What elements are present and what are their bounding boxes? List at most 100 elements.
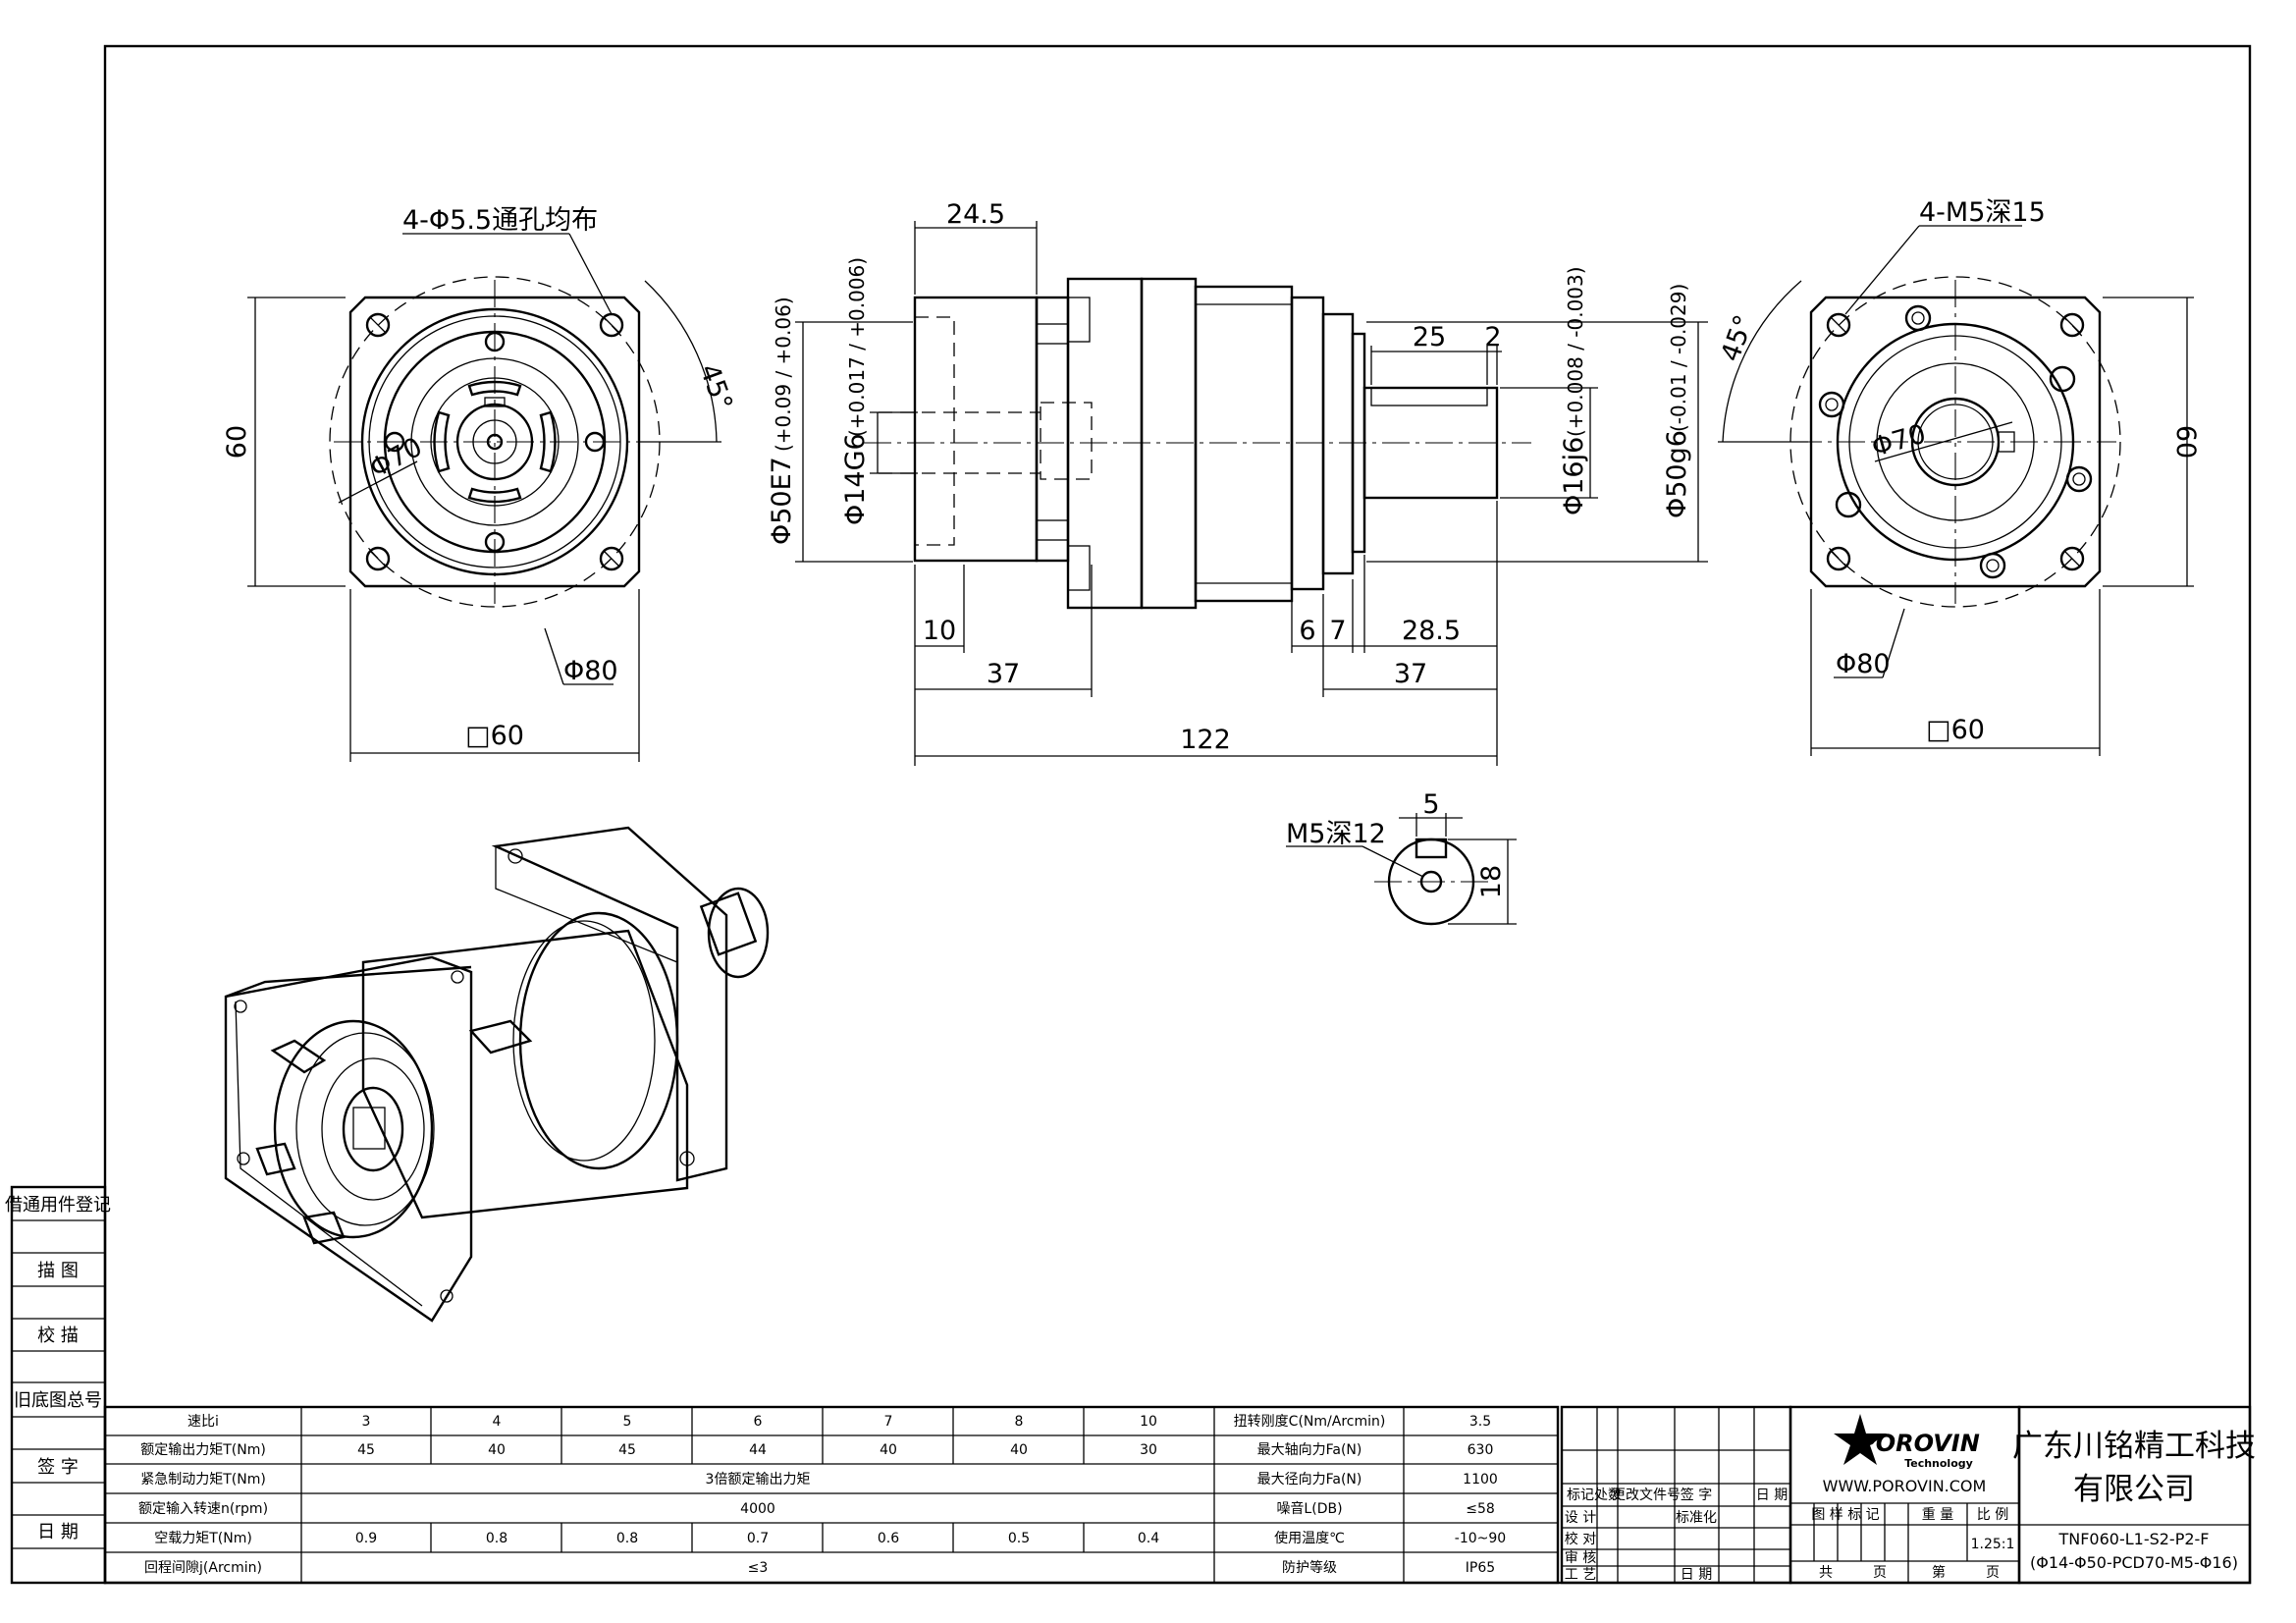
dim-angle-right: 45° — [1715, 311, 1759, 366]
spec-right-value: 630 — [1468, 1442, 1494, 1458]
dim-holes-right: 4-M5深15 — [1919, 197, 2046, 228]
logo-info-block: POROVIN Technology WWW.POROVIN.COM 图 样 标… — [1789, 1405, 2021, 1585]
spec-row-label: 紧急制动力矩T(Nm) — [140, 1472, 266, 1488]
input-flange-view — [329, 276, 661, 608]
spec-right-value: 3.5 — [1469, 1414, 1491, 1430]
company-model-block: 广东川铭精工科技 有限公司 TNF060-L1-S2-P2-F (Φ14-Φ50… — [2012, 1405, 2256, 1585]
spec-right-value: 1100 — [1463, 1472, 1498, 1488]
dim-25: 25 — [1413, 322, 1446, 352]
dim-m5: M5深12 — [1286, 819, 1386, 849]
brand-url: WWW.POROVIN.COM — [1823, 1477, 1987, 1495]
spec-row-label: 额定输入转速n(rpm) — [138, 1501, 268, 1517]
side-label: 校 描 — [37, 1325, 79, 1346]
spec-cell: 0.6 — [878, 1531, 899, 1546]
isometric-view — [224, 826, 770, 1323]
spec-cell: 0.4 — [1138, 1531, 1159, 1546]
spec-right-value: -10~90 — [1455, 1531, 1506, 1546]
model-code: TNF060-L1-S2-P2-F — [2057, 1530, 2209, 1548]
gearbox-side-view — [864, 277, 1531, 610]
revision-block: 标记 处数 更改文件号 签 字 日 期 设 计 校 对 审 核 工 艺 标准化 … — [1560, 1405, 1792, 1585]
rev-header: 标记 — [1567, 1488, 1594, 1503]
spec-ratio-label: 速比i — [187, 1414, 219, 1430]
spec-right-label: 使用温度℃ — [1274, 1530, 1345, 1546]
info-header: 重 量 — [1922, 1507, 1953, 1523]
spec-cell: 40 — [880, 1442, 897, 1458]
spec-cell-merged: ≤3 — [748, 1560, 769, 1576]
dim-square60-right: □60 — [1926, 715, 1985, 745]
dim-24-5: 24.5 — [946, 199, 1005, 230]
info-page-label: 页 — [1873, 1565, 1887, 1581]
dim-37-left: 37 — [987, 659, 1020, 689]
input-flange-dimensions: 4-Φ5.5通孔均布 45° 60 Φ70 Φ80 □60 — [222, 205, 738, 762]
spec-cell: 0.9 — [355, 1531, 377, 1546]
spec-right-value: IP65 — [1466, 1560, 1495, 1576]
spec-table: 速比i 3 4 5 6 7 8 10 额定输出力矩T(Nm) 45 40 45 … — [103, 1405, 1560, 1585]
spec-right-label: 噪音L(DB) — [1276, 1500, 1342, 1517]
spec-ratio-value: 10 — [1140, 1414, 1157, 1430]
dim-holes-left: 4-Φ5.5通孔均布 — [402, 205, 598, 236]
dim-input-14-tol: (+0.017 / +0.006) — [845, 257, 869, 437]
brand-sub: Technology — [1904, 1457, 1973, 1470]
spec-cell: 40 — [1010, 1442, 1028, 1458]
info-page-label-2: 页 — [1986, 1565, 2000, 1581]
dim-pilot-50: Φ50g6 — [1662, 430, 1692, 518]
info-total-label: 共 — [1819, 1565, 1833, 1581]
spec-ratio-value: 3 — [362, 1414, 371, 1430]
spec-right-label: 最大径向力Fa(N) — [1257, 1472, 1362, 1488]
rev-header: 处数 — [1594, 1488, 1622, 1503]
dim-dia80-right: Φ80 — [1836, 649, 1891, 679]
side-label: 日 期 — [37, 1522, 79, 1542]
rev-header: 日 期 — [1756, 1488, 1788, 1503]
model-spec: (Φ14-Φ50-PCD70-M5-Φ16) — [2030, 1553, 2238, 1572]
dim-122: 122 — [1180, 725, 1231, 755]
spec-right-label: 扭转刚度C(Nm/Arcmin) — [1234, 1414, 1386, 1430]
star-logo-icon — [1834, 1414, 1887, 1465]
spec-ratio-value: 4 — [493, 1414, 502, 1430]
rev-std: 标准化 — [1676, 1510, 1717, 1526]
spec-right-value: ≤58 — [1466, 1501, 1495, 1517]
spec-right-label: 防护等级 — [1282, 1559, 1337, 1576]
company-name-line1: 广东川铭精工科技 — [2012, 1429, 2256, 1464]
spec-ratio-value: 8 — [1015, 1414, 1024, 1430]
spec-cell: 44 — [749, 1442, 767, 1458]
info-header: 图 样 标 记 — [1811, 1507, 1879, 1523]
spec-cell-merged: 4000 — [740, 1501, 775, 1517]
dim-pcd-left: Φ70 — [365, 432, 428, 484]
spec-cell: 45 — [357, 1442, 375, 1458]
rev-role: 设 计 — [1565, 1510, 1596, 1526]
dim-square60-left: □60 — [465, 721, 524, 751]
rev-date: 日 期 — [1681, 1567, 1712, 1583]
dim-height-60-left: 60 — [222, 425, 252, 459]
dim-key-5: 5 — [1422, 789, 1439, 820]
rev-role: 工 艺 — [1565, 1567, 1596, 1583]
rev-role: 校 对 — [1565, 1531, 1596, 1547]
dim-shaft-16-tol: (+0.008 / -0.003) — [1564, 266, 1587, 437]
side-label: 旧底图总号 — [14, 1390, 102, 1411]
drawing-frame — [103, 44, 2252, 1585]
dim-6: 6 — [1299, 616, 1315, 646]
side-label: 借通用件登记 — [5, 1195, 111, 1216]
brand-name: POROVIN — [1858, 1430, 1980, 1457]
spec-cell: 0.5 — [1008, 1531, 1030, 1546]
spec-cell: 30 — [1140, 1442, 1157, 1458]
dim-2: 2 — [1484, 322, 1501, 352]
spec-cell-merged: 3倍额定输出力矩 — [706, 1472, 811, 1488]
dim-18: 18 — [1476, 865, 1507, 898]
rev-header: 签 字 — [1681, 1487, 1712, 1503]
side-label-column: 借通用件登记 描 图 校 描 旧底图总号 签 字 日 期 — [5, 1185, 111, 1585]
rev-header: 更改文件号 — [1612, 1488, 1681, 1503]
dim-dia80-left: Φ80 — [563, 656, 618, 686]
spec-row-label: 空载力矩T(Nm) — [154, 1531, 252, 1546]
spec-cell: 0.7 — [747, 1531, 769, 1546]
spec-cell: 0.8 — [616, 1531, 638, 1546]
dim-pcd-right: Φ70 — [1868, 419, 1929, 463]
info-scale: 1.25:1 — [1971, 1537, 2015, 1552]
spec-cell: 40 — [488, 1442, 506, 1458]
info-nth-label: 第 — [1932, 1564, 1946, 1581]
dim-bore-50-tol: (+0.09 / +0.06) — [772, 297, 795, 452]
spec-ratio-value: 5 — [623, 1414, 632, 1430]
spec-cell: 45 — [618, 1442, 636, 1458]
dim-angle-left: 45° — [693, 360, 737, 415]
shaft-section-detail: 5 M5深12 18 — [1286, 789, 1517, 926]
